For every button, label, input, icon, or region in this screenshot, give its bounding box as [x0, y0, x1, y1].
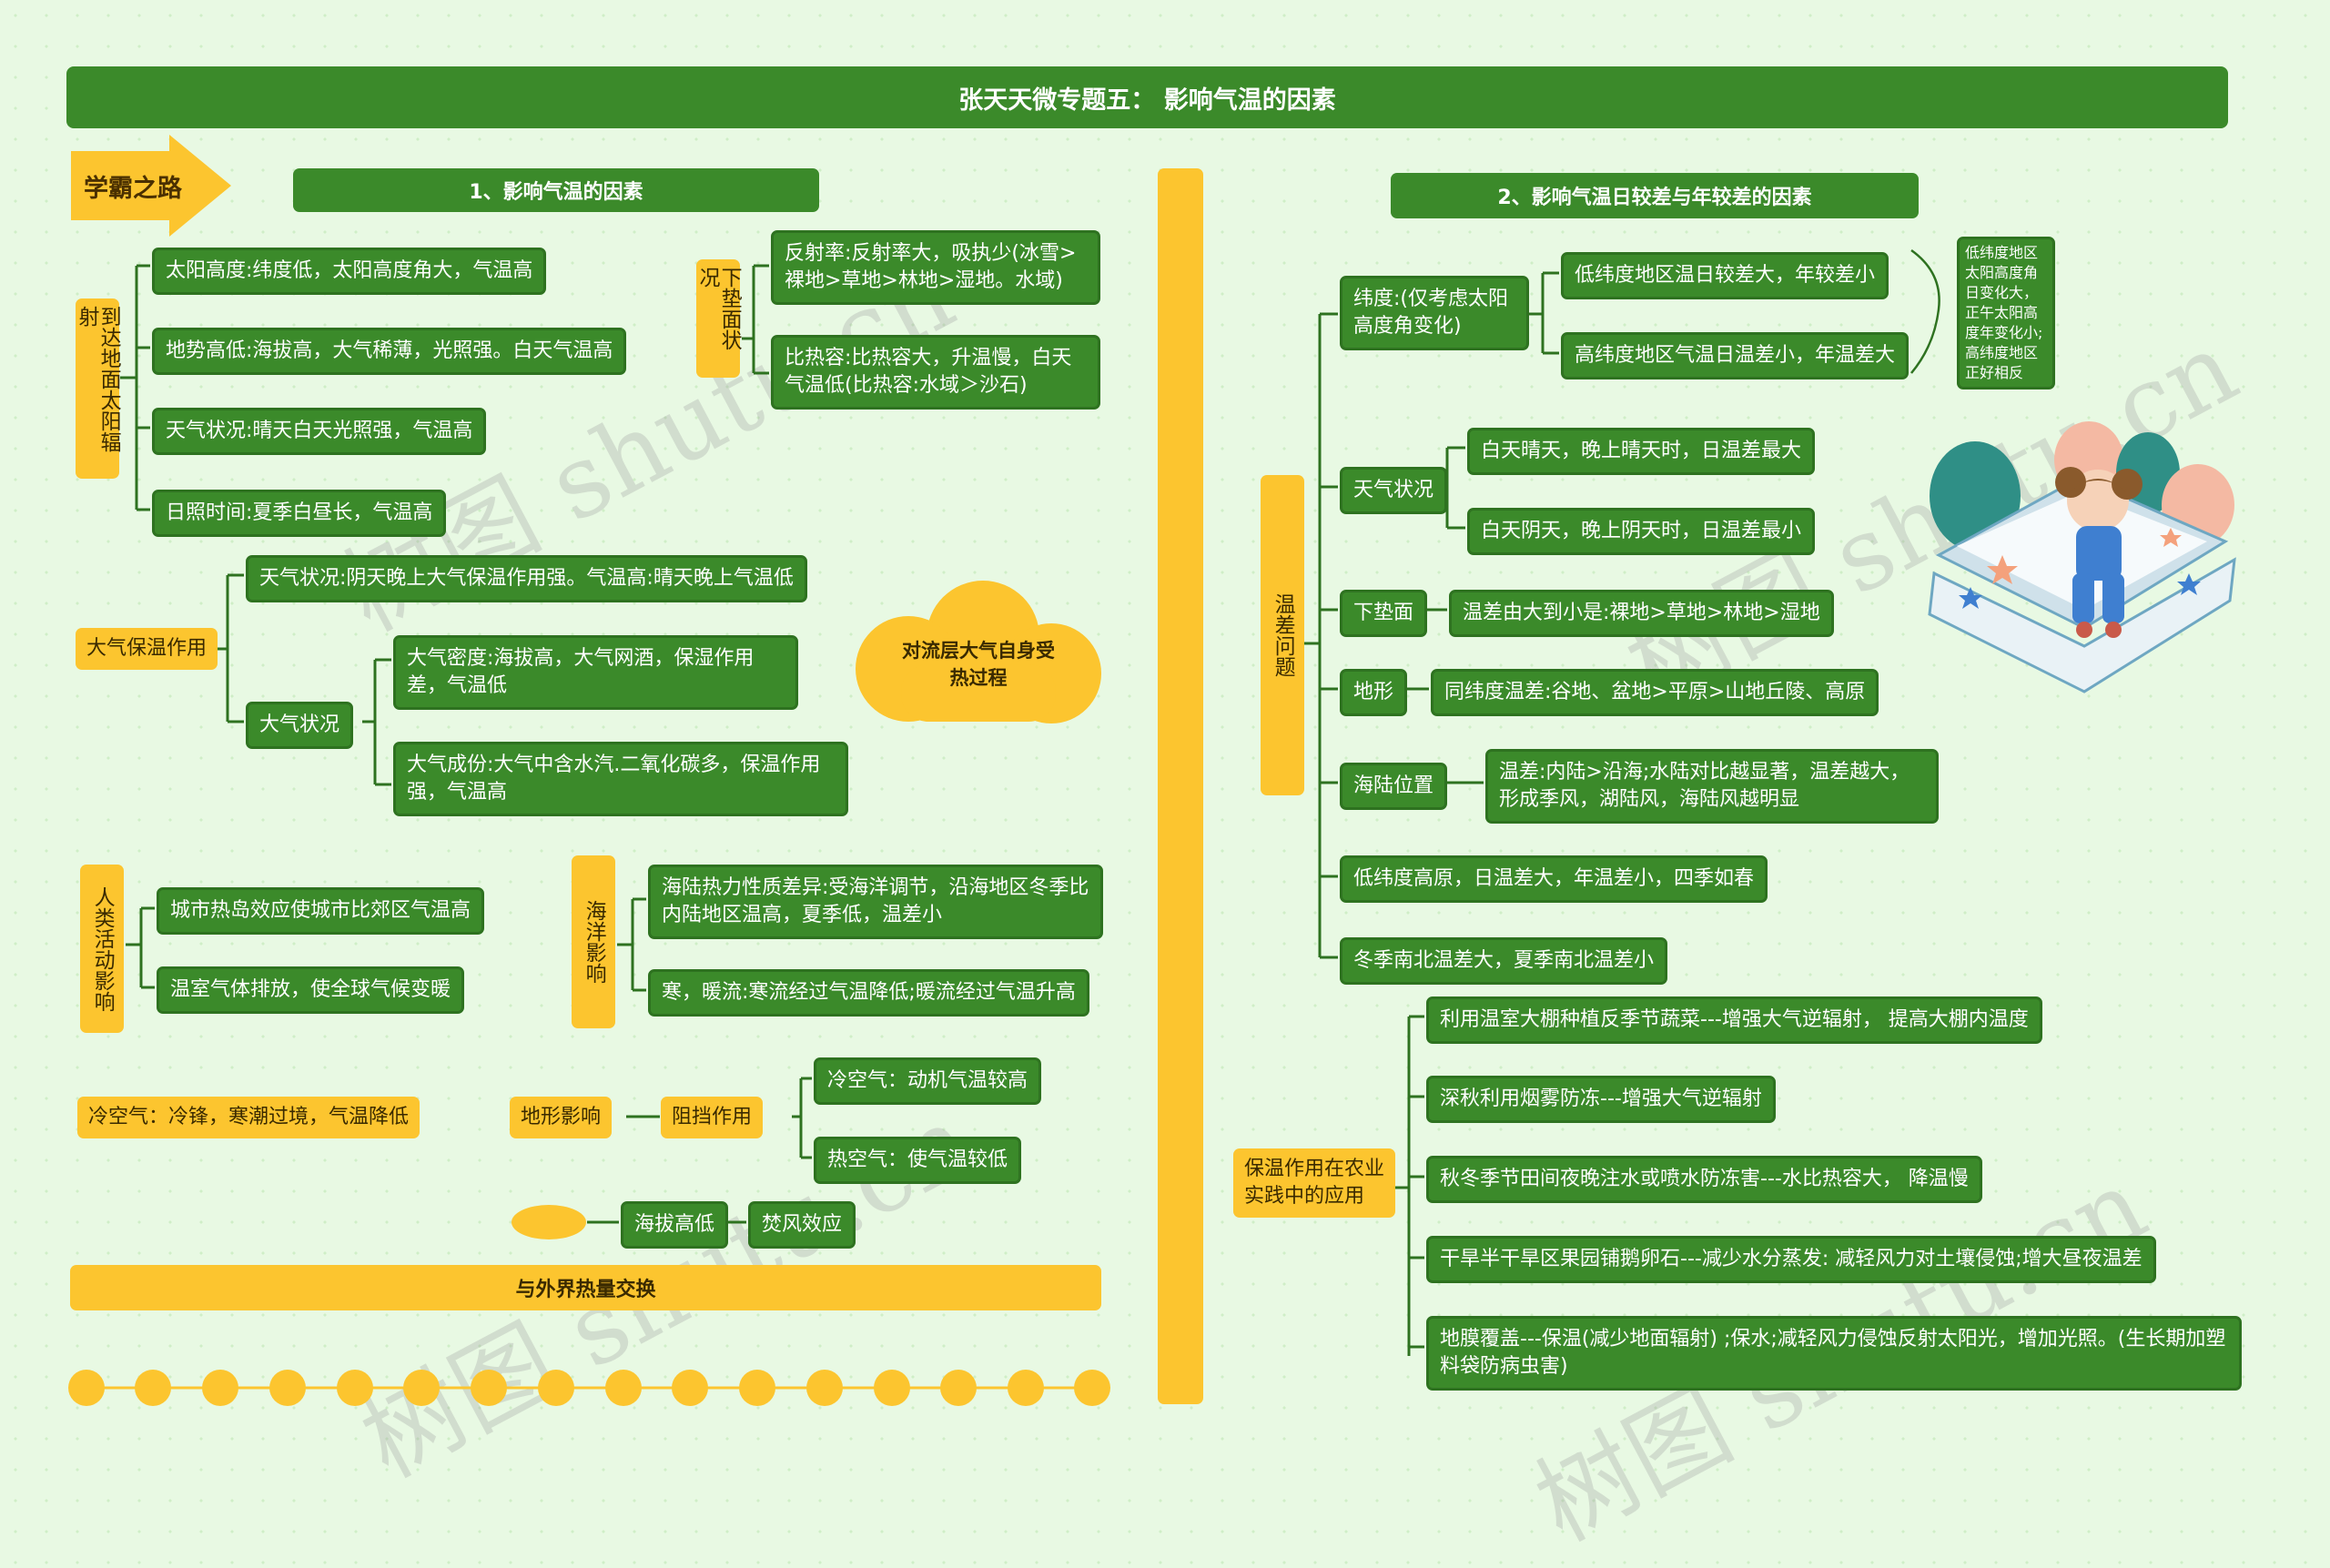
- agri-item: 地膜覆盖---保温(减少地面辐射) ;保水;减轻风力侵蚀反射太阳光，增加光照。(…: [1426, 1316, 2242, 1391]
- insulation-label: 大气保温作用: [76, 628, 218, 670]
- radiation-item: 地势高低:海拔高，大气稀薄，光照强。白天气温高: [152, 328, 627, 375]
- agri-item: 秋冬季节田间夜晚注水或喷水防冻害---水比热容大， 降温慢: [1426, 1156, 1982, 1203]
- section1-header: 1、影响气温的因素: [293, 168, 819, 212]
- agri-label: 保温作用在农业实践中的应用: [1233, 1148, 1395, 1218]
- radiation-item: 太阳高度:纬度低，太阳高度角大，气温高: [152, 248, 547, 295]
- badge-label: 学霸之路: [84, 175, 182, 203]
- human-label: 人类活动影响: [80, 865, 124, 1033]
- exchange-bar: 与外界热量交换: [70, 1265, 1101, 1310]
- cloud-shape: [856, 581, 1101, 723]
- block-label: 阻挡作用: [661, 1097, 764, 1138]
- ocean-label: 海洋影响: [572, 855, 615, 1028]
- section2-header: 2、影响气温日较差与年较差的因素: [1391, 173, 1919, 218]
- agri-item: 深秋利用烟雾防冻---增强大气逆辐射: [1426, 1076, 1776, 1123]
- terrain-label: 地形影响: [510, 1097, 613, 1138]
- agri-item: 干旱半干旱区果园铺鹅卵石---减少水分蒸发: 减轻风力对土壤侵蚀;增大昼夜温差: [1426, 1236, 2156, 1283]
- underlying-label: 下垫面状况: [695, 259, 741, 378]
- weather-item: 白天晴天，晚上晴天时，日温差最大: [1467, 428, 1816, 475]
- radiation-label: 到达地面太阳辐射: [75, 298, 120, 479]
- radiation-item: 天气状况:晴天白天光照强，气温高: [152, 408, 487, 455]
- land-sea-label: 海陆位置: [1340, 763, 1448, 810]
- underlying-label-2: 下垫面: [1340, 590, 1428, 637]
- ocean-item: 海陆热力性质差异:受海洋调节，沿海地区冬季比内陆地区温高，夏季低，温差小: [648, 865, 1103, 939]
- latitude-item: 高纬度地区气温日温差小，年温差大: [1561, 332, 1910, 379]
- terrain-item-2: 同纬度温差:谷地、盆地>平原>山地丘陵、高原: [1431, 669, 1879, 716]
- center-divider: [1158, 168, 1203, 1404]
- foehn-label: 焚风效应: [748, 1201, 856, 1249]
- altitude-label: 海拔高低: [621, 1201, 729, 1249]
- cold-air-note: 冷空气：冷锋，寒潮过境，气温降低: [77, 1097, 420, 1138]
- underlying-item-2: 温差由大到小是:裸地>草地>林地>湿地: [1449, 590, 1834, 637]
- badge-arrow: [71, 135, 231, 237]
- latitude-label: 纬度:(仅考虑太阳高度角变化): [1340, 276, 1529, 350]
- agri-item: 利用温室大棚种植反季节蔬菜---增强大气逆辐射， 提高大棚内温度: [1426, 996, 2042, 1044]
- latitude-item: 低纬度地区温日较差大，年较差小: [1561, 252, 1889, 299]
- radiation-item: 日照时间:夏季白昼长，气温高: [152, 490, 447, 537]
- range-label: 温差问题: [1261, 475, 1304, 795]
- ellipse-node: [512, 1205, 586, 1239]
- cloud-label: 对流层大气自身受热过程: [902, 640, 1055, 689]
- underlying-item: 比热容:比热容大，升温慢，白天气温低(比热容:水域＞沙石): [771, 335, 1100, 410]
- terrain-item: 冷空气：动机气温较高: [814, 1057, 1042, 1105]
- land-sea-item: 温差:内陆>沿海;水陆对比越显著，温差越大，形成季风，湖陆风，海陆风越明显: [1485, 749, 1939, 824]
- atmosphere-item: 大气成份:大气中含水汽.二氧化碳多，保温作用强，气温高: [393, 742, 848, 816]
- latitude-note: 低纬度地区太阳高度角日变化大，正午太阳高度年变化小;高纬度地区正好相反: [1957, 237, 2055, 389]
- atmosphere-item: 大气密度:海拔高，大气网酒，保湿作用差，气温低: [393, 635, 798, 710]
- terrain-item: 热空气：使气温较低: [814, 1137, 1022, 1184]
- plateau-note: 低纬度高原，日温差大，年温差小，四季如春: [1340, 855, 1768, 903]
- insulation-weather: 天气状况:阴天晚上大气保温作用强。气温高:晴天晚上气温低: [246, 555, 807, 602]
- winter-summer-note: 冬季南北温差大，夏季南北温差小: [1340, 937, 1668, 985]
- bead-chain: [68, 1370, 1110, 1406]
- page-title: 张天天微专题五： 影响气温的因素: [66, 66, 2228, 128]
- terrain-label-2: 地形: [1340, 669, 1408, 716]
- underlying-item: 反射率:反射率大，吸执少(冰雪>裸地>草地>林地>湿地。水域): [771, 230, 1100, 305]
- weather-label: 天气状况: [1340, 467, 1448, 514]
- ocean-item: 寒，暖流:寒流经过气温降低;暖流经过气温升高: [648, 969, 1089, 1017]
- human-item: 温室气体排放，使全球气候变暖: [157, 966, 465, 1014]
- girl-reading-illustration: [1928, 421, 2236, 693]
- weather-item: 白天阴天，晚上阴天时，日温差最小: [1467, 508, 1816, 555]
- atmosphere-label: 大气状况: [246, 702, 354, 749]
- human-item: 城市热岛效应使城市比郊区气温高: [157, 887, 485, 935]
